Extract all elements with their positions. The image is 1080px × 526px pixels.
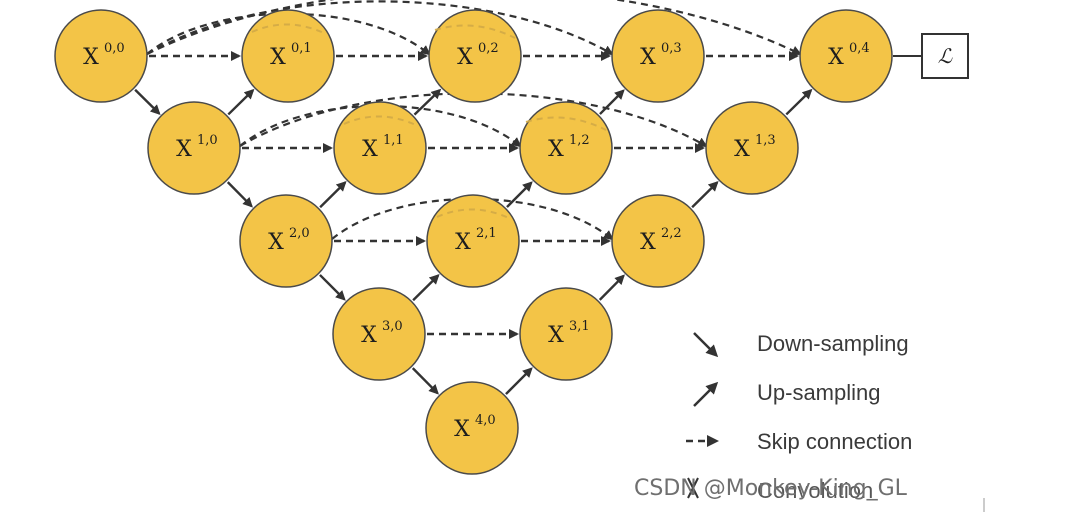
node-x-3-0: X 3,0 (332, 287, 426, 381)
down-arrow-2-0-to-3-0 (319, 274, 346, 301)
up-arrow-1-3-to-0-4 (785, 88, 813, 116)
legend-label: Convolution (757, 478, 873, 503)
node-superscript: 0,1 (291, 41, 312, 56)
node-label: X (268, 230, 284, 255)
convolution-icon (687, 477, 699, 499)
watermark: CSDN @Monkey-King_GL (634, 476, 908, 501)
node-x-0-2: X 0,2 (428, 9, 522, 103)
node-superscript: 1,2 (569, 133, 590, 148)
node-x-2-1: X 2,1 (426, 194, 520, 288)
node-x-2-2: X 2,2 (611, 194, 705, 288)
legend-item-convolution: Convolution (687, 477, 873, 503)
node-circle (333, 101, 427, 195)
down-arrow-3-0-to-4-0 (411, 367, 439, 395)
connections (134, 51, 813, 395)
node-label: X (828, 45, 844, 70)
faded-skip-arc-overlay (343, 115, 419, 127)
down-arrow-0-0-to-1-0 (134, 88, 161, 115)
node-x-1-2: X 1,2 (519, 101, 613, 195)
loss-symbol: ℒ (938, 44, 953, 68)
up-arrow-2-0-to-1-1 (319, 181, 347, 209)
legend: Down-sampling Up-sampling Skip connectio… (686, 331, 912, 503)
node-superscript: 0,3 (661, 41, 682, 56)
up-arrow-1-0-to-0-1 (227, 88, 255, 116)
up-arrow-3-1-to-2-2 (598, 274, 625, 301)
node-x-0-4: X 0,4 (799, 9, 893, 103)
skip-arc-0-0-to-0-4 (146, 0, 802, 55)
node-superscript: 1,3 (755, 133, 776, 148)
node-superscript: 2,2 (661, 226, 682, 241)
node-label: X (640, 230, 656, 255)
node-superscript: 4,0 (475, 413, 496, 428)
legend-item-down-sampling: Down-sampling (693, 331, 909, 358)
node-superscript: 3,1 (569, 319, 590, 334)
up-arrow-2-1-to-1-2 (506, 181, 533, 208)
node-label: X (734, 137, 750, 162)
node-superscript: 2,1 (476, 226, 497, 241)
legend-label: Up-sampling (757, 380, 881, 405)
legend-item-skip-connection: Skip connection (686, 429, 912, 454)
node-circle (611, 194, 705, 288)
node-circle (428, 9, 522, 103)
node-x-1-1: X 1,1 (333, 101, 427, 195)
node-x-0-1: X 0,1 (241, 9, 335, 103)
node-superscript: 0,4 (849, 41, 870, 56)
node-label: X (457, 45, 473, 70)
node-x-0-3: X 0,3 (611, 9, 705, 103)
node-label: X (270, 45, 286, 70)
node-label: X (83, 45, 99, 70)
node-circle (425, 381, 519, 475)
node-circle (332, 287, 426, 381)
node-x-1-3: X 1,3 (705, 101, 799, 195)
node-circle (147, 101, 241, 195)
up-arrow-icon (693, 381, 719, 407)
node-superscript: 0,0 (104, 41, 125, 56)
node-x-2-0: X 2,0 (239, 194, 333, 288)
node-label: X (548, 323, 564, 348)
up-arrow-1-2-to-0-3 (599, 89, 625, 115)
node-superscript: 0,2 (478, 41, 499, 56)
node-circle (519, 287, 613, 381)
faded-skip-arc-overlay (436, 208, 512, 220)
node-label: X (548, 137, 564, 162)
up-arrow-3-0-to-2-1 (412, 274, 440, 302)
node-circle (799, 9, 893, 103)
up-arrow-1-1-to-0-2 (413, 88, 442, 116)
node-x-4-0: X 4,0 (425, 381, 519, 475)
node-label: X (361, 323, 377, 348)
faded-skip-arc-overlay (251, 23, 327, 35)
node-circle (519, 101, 613, 195)
node-label: X (454, 417, 470, 442)
skip-arc-0-0-to-0-3 (146, 0, 614, 56)
legend-label: Down-sampling (757, 331, 909, 356)
node-label: X (640, 45, 656, 70)
up-arrow-2-2-to-1-3 (691, 181, 719, 209)
node-circle (611, 9, 705, 103)
down-arrow-icon (693, 332, 719, 358)
node-superscript: 1,0 (197, 133, 218, 148)
node-label: X (176, 137, 192, 162)
legend-label: Skip connection (757, 429, 912, 454)
loss-output: ℒ (893, 33, 969, 79)
down-arrow-1-0-to-2-0 (226, 181, 253, 208)
loss-box (921, 33, 969, 79)
node-superscript: 2,0 (289, 226, 310, 241)
node-superscript: 1,1 (383, 133, 404, 148)
node-circle (426, 194, 520, 288)
node-label: X (455, 230, 471, 255)
node-circle (241, 9, 335, 103)
node-circle (54, 9, 148, 103)
node-superscript: 3,0 (382, 319, 403, 334)
node-circle (239, 194, 333, 288)
legend-item-up-sampling: Up-sampling (693, 380, 881, 407)
node-circle (705, 101, 799, 195)
node-x-3-1: X 3,1 (519, 287, 613, 381)
node-label: X (362, 137, 378, 162)
node-x-1-0: X 1,0 (147, 101, 241, 195)
up-arrow-4-0-to-3-1 (505, 367, 533, 395)
node-x-0-0: X 0,0 (54, 9, 148, 103)
